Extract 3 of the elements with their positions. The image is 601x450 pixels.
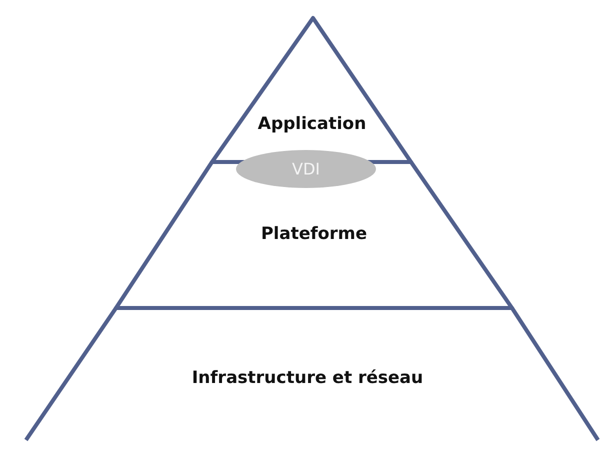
- layer-label: Application: [256, 114, 368, 134]
- layer-label: Infrastructure et réseau: [190, 368, 424, 388]
- layer-label: Plateforme: [260, 224, 368, 244]
